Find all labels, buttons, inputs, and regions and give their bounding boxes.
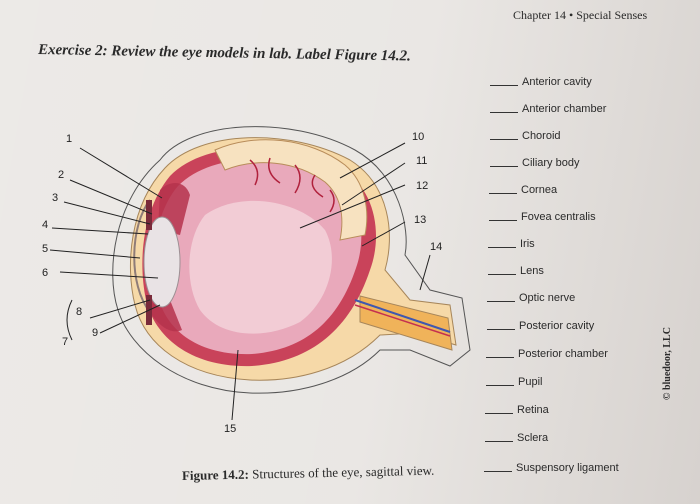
label-row: Cornea [489, 184, 557, 200]
answer-blank[interactable] [486, 385, 514, 386]
diagram-number-3: 3 [52, 192, 58, 204]
answer-blank[interactable] [488, 247, 516, 248]
copyright-notice: © bluedoor, LLC [662, 327, 673, 400]
answer-blank[interactable] [489, 193, 517, 194]
diagram-number-9: 9 [92, 327, 98, 339]
label-text: Optic nerve [519, 292, 576, 304]
diagram-number-4: 4 [42, 219, 48, 231]
label-row: Lens [488, 265, 544, 281]
label-row: Posterior cavity [487, 320, 594, 336]
diagram-number-5: 5 [42, 243, 48, 255]
label-text: Sclera [517, 432, 549, 444]
label-row: Anterior chamber [490, 103, 606, 119]
retina-cutaway [214, 139, 368, 241]
diagram-number-13: 13 [414, 214, 426, 226]
figure-caption-text: Structures of the eye, sagittal view. [251, 462, 435, 482]
diagram-number-14: 14 [430, 241, 442, 253]
label-row: Optic nerve [487, 292, 575, 308]
answer-blank[interactable] [485, 413, 513, 414]
diagram-number-2: 2 [58, 169, 64, 181]
label-row: Ciliary body [490, 157, 579, 173]
retinal-vessels [249, 157, 335, 213]
answer-blank[interactable] [489, 220, 517, 221]
label-text: Iris [520, 238, 535, 250]
diagram-number-7: 7 [62, 336, 68, 348]
label-text: Retina [517, 404, 549, 416]
label-text: Choroid [522, 130, 561, 142]
label-row: Fovea centralis [489, 211, 596, 227]
eye-outline [112, 126, 471, 394]
diagram-number-8: 8 [76, 306, 82, 318]
iris-upper [146, 200, 152, 230]
answer-blank[interactable] [490, 85, 518, 86]
diagram-number-6: 6 [42, 267, 48, 279]
label-row: Suspensory ligament [484, 462, 619, 478]
label-row: Pupil [486, 376, 542, 392]
inner-cavity-highlight [189, 200, 332, 334]
diagram-number-15: 15 [224, 423, 236, 435]
answer-blank[interactable] [484, 471, 512, 472]
label-row: Retina [485, 404, 549, 420]
label-text: Cornea [521, 184, 558, 196]
diagram-number-10: 10 [412, 131, 424, 143]
label-text: Lens [520, 265, 544, 277]
label-row: Iris [488, 238, 535, 254]
label-text: Anterior chamber [522, 103, 607, 115]
answer-blank[interactable] [486, 357, 514, 358]
label-text: Posterior cavity [519, 320, 595, 332]
label-text: Pupil [518, 376, 543, 388]
label-text: Anterior cavity [522, 76, 592, 88]
answer-blank[interactable] [485, 441, 513, 442]
label-row: Sclera [485, 432, 548, 448]
label-row: Posterior chamber [486, 348, 608, 364]
label-row: Choroid [490, 130, 561, 146]
label-text: Fovea centralis [521, 211, 596, 223]
lens [143, 216, 181, 308]
answer-blank[interactable] [490, 139, 518, 140]
answer-blank[interactable] [488, 274, 516, 275]
leader-lines [49, 142, 431, 421]
label-text: Suspensory ligament [516, 462, 619, 474]
answer-blank[interactable] [487, 301, 515, 302]
answer-blank[interactable] [490, 166, 518, 167]
label-text: Posterior chamber [518, 348, 608, 360]
chapter-header: Chapter 14 • Special Senses [513, 8, 648, 22]
optic-vein [354, 304, 451, 337]
diagram-number-11: 11 [416, 155, 427, 167]
label-text: Ciliary body [522, 157, 580, 169]
diagram-number-1: 1 [66, 133, 72, 145]
diagram-number-12: 12 [416, 180, 428, 192]
optic-artery [354, 299, 451, 333]
figure-label: Figure 14.2: [181, 466, 250, 483]
label-row: Anterior cavity [490, 76, 592, 92]
answer-blank[interactable] [487, 329, 515, 330]
ciliary-body-lower [150, 300, 182, 332]
answer-blank[interactable] [490, 112, 518, 113]
